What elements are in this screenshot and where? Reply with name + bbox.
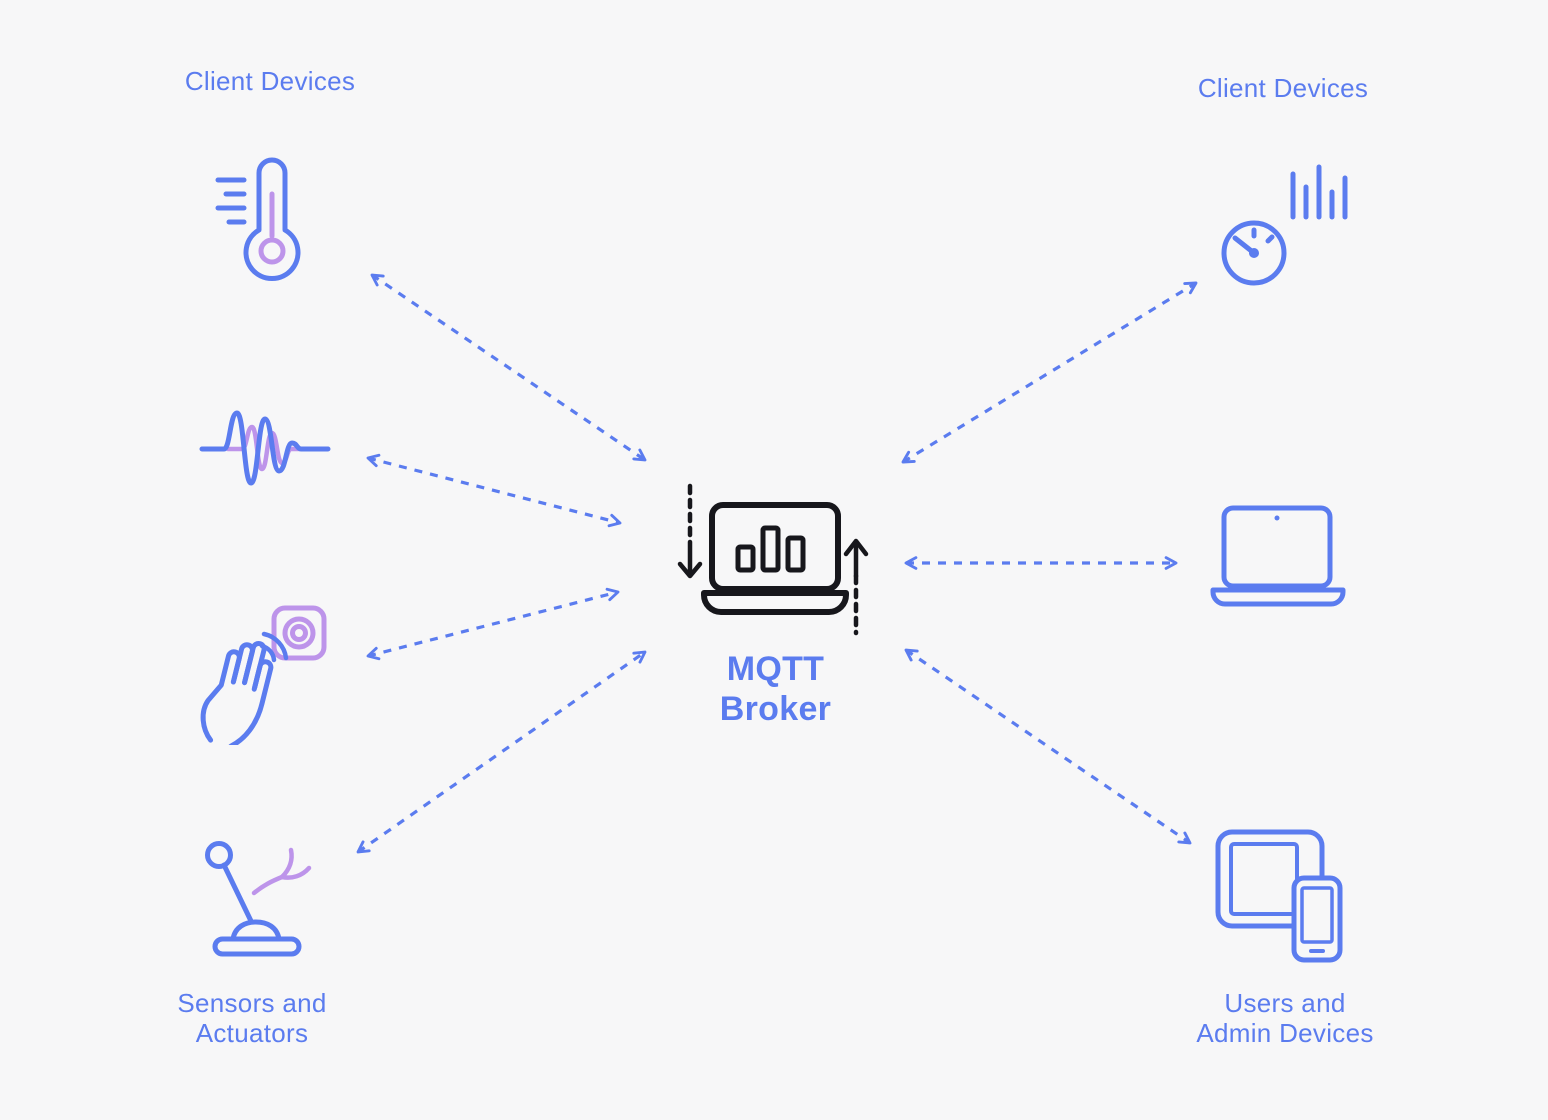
message-down-arrow-icon xyxy=(677,483,703,579)
tablet-phone-icon xyxy=(1215,829,1343,963)
laptop-node xyxy=(1208,503,1348,611)
broker-laptop-icon xyxy=(677,483,869,636)
mqtt-broker-label-line2: Broker xyxy=(719,689,832,728)
users-admin-devices-label: Users and Admin Devices xyxy=(1165,988,1405,1048)
arrow-waveform-broker xyxy=(366,453,622,528)
mqtt-broker-node: MQTT Broker xyxy=(668,480,883,730)
gauge-node xyxy=(1215,160,1350,290)
arrow-tablet-broker xyxy=(904,648,1192,845)
mqtt-broker-label: MQTT Broker xyxy=(668,650,883,730)
thermometer-node xyxy=(198,150,328,288)
mqtt-broker-label-line1: MQTT xyxy=(726,650,825,688)
tablet-phone-node xyxy=(1210,826,1350,966)
sensors-actuators-label-line1: Sensors and xyxy=(177,988,327,1018)
gesture-sensor-icon xyxy=(200,605,327,745)
waveform-node xyxy=(198,403,332,493)
sensors-actuators-label: Sensors and Actuators xyxy=(132,988,372,1048)
users-admin-devices-label-line2: Admin Devices xyxy=(1196,1018,1374,1049)
arrow-gesture-broker xyxy=(366,587,620,661)
gauge-icon xyxy=(1221,164,1348,286)
waveform-icon xyxy=(199,410,331,486)
arrow-actuator-broker xyxy=(356,650,647,854)
arrow-gauge-broker xyxy=(901,281,1198,464)
thermometer-icon xyxy=(215,157,301,281)
right-client-devices-label: Client Devices xyxy=(1197,73,1369,103)
laptop-icon xyxy=(1210,505,1346,607)
hand-icon xyxy=(200,641,274,745)
laptop-chart-icon xyxy=(701,502,849,615)
actuator-icon xyxy=(205,841,312,957)
gesture-sensor-node xyxy=(198,600,332,745)
arrow-thermometer-broker xyxy=(370,273,647,462)
actuator-node xyxy=(192,833,322,963)
phone-icon xyxy=(1291,875,1343,963)
message-up-arrow-icon xyxy=(843,538,869,636)
left-client-devices-label: Client Devices xyxy=(184,66,356,96)
sensors-actuators-label-line2: Actuators xyxy=(195,1018,309,1049)
users-admin-devices-label-line1: Users and xyxy=(1224,988,1346,1018)
